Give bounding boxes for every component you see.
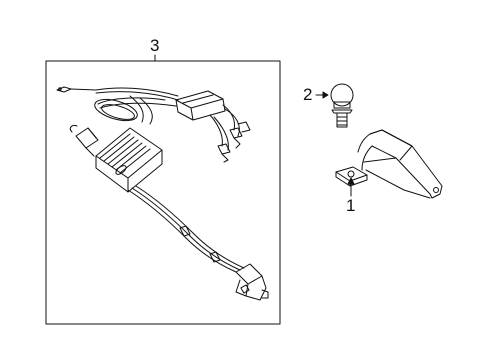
callout-1-label: 1 bbox=[346, 196, 356, 215]
hitch-ball-mount-icon bbox=[335, 129, 443, 199]
kit-box-frame bbox=[45, 60, 281, 325]
callout-3-label: 3 bbox=[150, 36, 160, 55]
callout-2-label: 2 bbox=[303, 85, 313, 104]
wiring-harness-kit-icon bbox=[56, 86, 269, 301]
hitch-ball-icon bbox=[315, 83, 354, 128]
